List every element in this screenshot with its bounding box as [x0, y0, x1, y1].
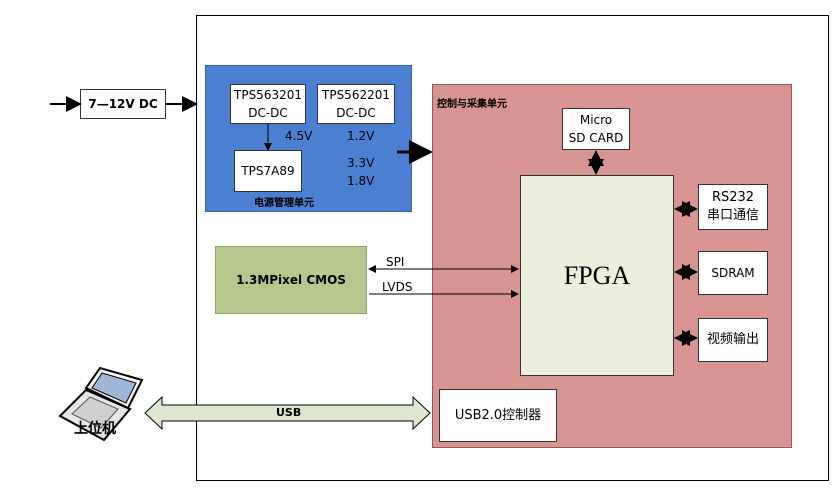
- rs232-box: RS232 串口通信: [698, 184, 768, 230]
- rs232-label: RS232: [711, 190, 755, 205]
- tps562201-box: TPS562201 DC-DC: [317, 84, 395, 124]
- usb-controller-box: USB2.0控制器: [439, 389, 557, 442]
- tps563201-type: DC-DC: [248, 106, 288, 120]
- serial-comm-label: 串口通信: [706, 208, 759, 223]
- cmos-sensor-box: 1.3MPixel CMOS: [215, 246, 367, 314]
- control-unit-title: 控制与采集单元: [437, 99, 507, 110]
- host-pc-label: 上位机: [74, 421, 116, 437]
- micro-sd-label: Micro: [579, 113, 613, 127]
- dc-input-box: 7—12V DC: [80, 89, 166, 119]
- voltage-4-5v: 4.5V: [285, 129, 313, 143]
- power-unit-title: 电源管理单元: [254, 198, 314, 209]
- voltage-1-2v: 1.2V: [347, 129, 375, 143]
- tps563201-label: TPS563201: [234, 88, 302, 102]
- micro-sd-card-box: Micro SD CARD: [562, 108, 630, 150]
- tps7a89-label: TPS7A89: [241, 164, 295, 178]
- video-output-label: 视频输出: [706, 332, 759, 347]
- lvds-label: LVDS: [382, 280, 413, 294]
- fpga-box: FPGA: [520, 175, 674, 376]
- usb-controller-label: USB2.0控制器: [454, 407, 542, 423]
- tps562201-label: TPS562201: [322, 88, 390, 102]
- tps563201-box: TPS563201 DC-DC: [230, 84, 306, 124]
- tps7a89-box: TPS7A89: [234, 150, 302, 192]
- usb-double-arrow: [144, 395, 431, 431]
- cmos-sensor-label: 1.3MPixel CMOS: [236, 273, 346, 287]
- fpga-label: FPGA: [563, 260, 631, 290]
- video-output-box: 视频输出: [698, 318, 768, 362]
- usb-label: USB: [276, 406, 302, 419]
- laptop-icon: [58, 366, 144, 442]
- sd-card-label: SD CARD: [568, 131, 624, 145]
- voltage-1-8v: 1.8V: [347, 174, 375, 188]
- spi-label: SPI: [386, 255, 405, 269]
- sdram-box: SDRAM: [698, 251, 768, 295]
- sdram-label: SDRAM: [711, 266, 755, 280]
- voltage-3-3v: 3.3V: [347, 156, 375, 170]
- tps562201-type: DC-DC: [336, 106, 376, 120]
- dc-input-label: 7—12V DC: [88, 97, 158, 111]
